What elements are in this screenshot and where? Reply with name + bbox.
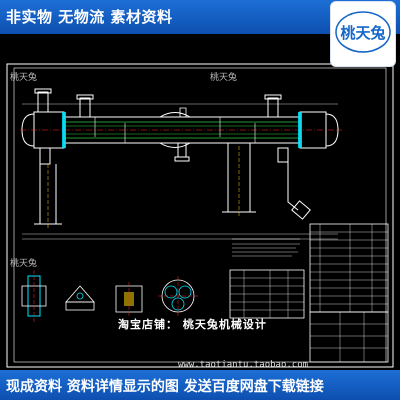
bottom-banner-text: 现成资料 资料详情显示的图 发送百度网盘下载链接 xyxy=(6,379,324,395)
shop-watermark: 淘宝店铺： 桃天兔机械设计 xyxy=(118,318,267,331)
corner-watermark: 桃天兔 xyxy=(10,71,37,83)
shop-logo: 桃天兔 xyxy=(330,1,396,67)
logo-text: 桃天兔 xyxy=(340,24,385,42)
corner-watermark: 桃天兔 xyxy=(10,257,37,269)
nozzle-table xyxy=(229,269,305,319)
shop-logo-mark: 桃天兔 xyxy=(335,11,391,53)
drawing-inner-border xyxy=(13,67,387,363)
detail-views xyxy=(21,270,198,322)
parts-table xyxy=(309,223,389,313)
url-watermark: www.taotiantu.taobao.com xyxy=(178,360,309,370)
bottom-banner: 现成资料 资料详情显示的图 发送百度网盘下载链接 xyxy=(0,370,400,400)
cad-drawing-svg: 桃天兔 桃天兔 桃天兔 xyxy=(6,63,394,368)
heat-exchanger-main-view xyxy=(20,88,342,240)
title-block xyxy=(309,311,389,363)
corner-watermark: 桃天兔 xyxy=(210,71,237,83)
top-banner-text: 非实物 无物流 素材资料 xyxy=(6,8,173,26)
cad-drawing: 桃天兔 桃天兔 桃天兔 xyxy=(0,34,400,370)
technical-notes xyxy=(232,238,300,257)
drawing-border xyxy=(6,63,394,368)
